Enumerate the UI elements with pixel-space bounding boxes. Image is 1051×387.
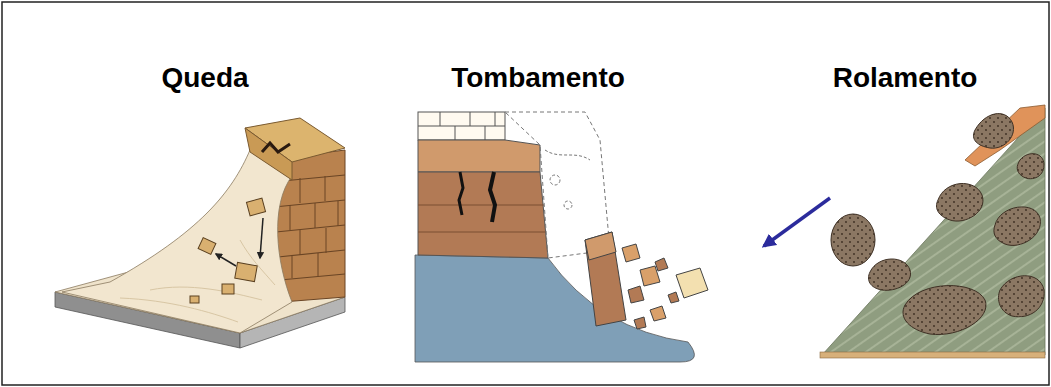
- boulder: [903, 286, 986, 335]
- boulder: [999, 276, 1045, 317]
- lower-layer: [418, 172, 548, 258]
- toppled-block-top: [585, 232, 616, 260]
- boulder: [973, 114, 1013, 149]
- slope: [822, 108, 1045, 355]
- rubble: [628, 286, 644, 303]
- boulder: [235, 262, 257, 281]
- crack: [262, 143, 290, 152]
- rubble: [668, 292, 679, 303]
- ground-strip: [820, 352, 1045, 358]
- figure-title: Rolamento: [833, 62, 978, 94]
- figure-title: Tombamento: [451, 62, 625, 94]
- boulder: [198, 238, 216, 255]
- boulder: [937, 184, 983, 222]
- rubble: [622, 244, 640, 262]
- boulder: [869, 259, 911, 290]
- topple-illustration: [415, 112, 708, 362]
- ghost-pebble: [564, 201, 572, 209]
- debris-cone: [62, 150, 292, 333]
- boulder: [190, 296, 199, 303]
- cliff-top-front: [245, 128, 292, 180]
- rubble: [634, 317, 646, 329]
- toppled-block: [585, 232, 626, 326]
- boulder: [222, 284, 234, 294]
- ghost-pebble: [550, 175, 560, 185]
- fall-illustration: [55, 118, 345, 348]
- water: [415, 255, 694, 362]
- boulder: [994, 207, 1041, 246]
- debris-streaks: [120, 240, 275, 322]
- ghost-line: [545, 150, 590, 160]
- crack: [459, 172, 463, 215]
- original-position: [505, 112, 610, 258]
- boulder: [246, 198, 265, 216]
- figure-title: Queda: [161, 62, 248, 94]
- motion-arrow: [216, 254, 236, 266]
- rolling-boulder: [831, 214, 875, 266]
- brick-joints: [290, 176, 338, 278]
- boulder: [1017, 154, 1044, 179]
- crack: [490, 172, 495, 222]
- rubble: [655, 258, 668, 271]
- bedding-lines: [418, 205, 546, 232]
- motion-arrow: [764, 198, 830, 246]
- middle-layer: [418, 140, 540, 172]
- motion-arrow: [260, 218, 263, 258]
- brick-lines: [418, 112, 505, 140]
- roll-illustration: [764, 105, 1045, 358]
- top-layer: [418, 112, 505, 140]
- rubble: [676, 268, 708, 298]
- rubble: [650, 306, 666, 321]
